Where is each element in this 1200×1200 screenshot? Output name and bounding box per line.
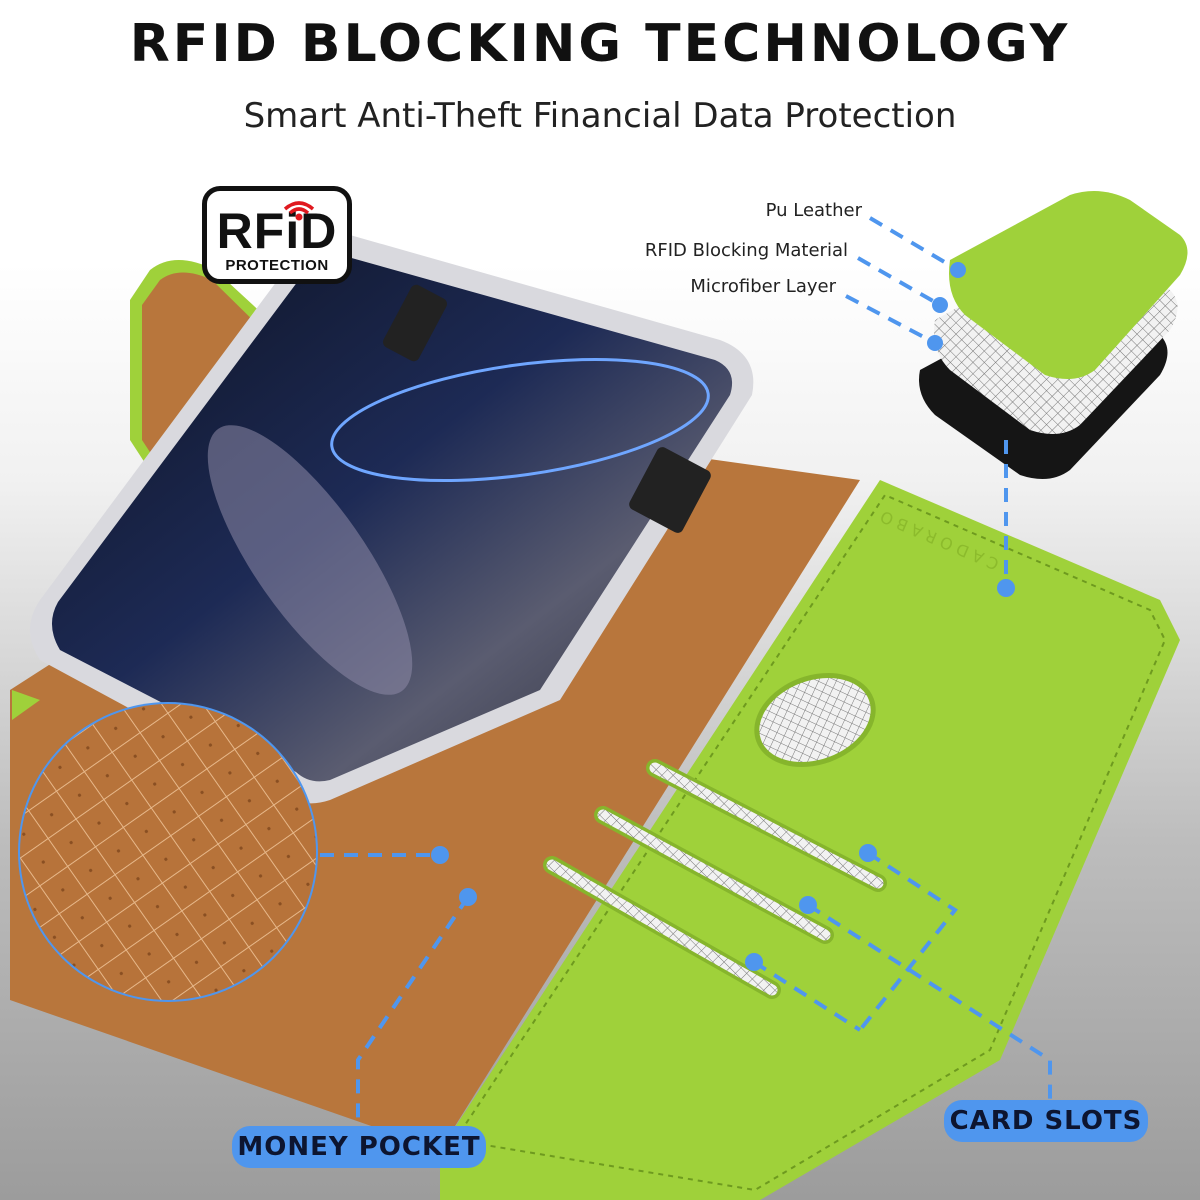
money-pocket-callout: MONEY POCKET (232, 1126, 486, 1168)
layer-label-pu-leather: Pu Leather (765, 200, 862, 221)
page-title: RFID BLOCKING TECHNOLOGY (129, 14, 1071, 74)
badge-main-text: RFiD (216, 203, 338, 259)
layer-label-rfid-blocking: RFID Blocking Material (644, 240, 848, 261)
phone (30, 233, 754, 804)
connector-dots (431, 262, 1015, 971)
card-slots-callout: CARD SLOTS (944, 1100, 1148, 1142)
rfid-protection-badge: RFiD PROTECTION (202, 186, 352, 284)
card-slot-group (543, 759, 887, 999)
layer-stack (919, 191, 1188, 479)
layer-label-microfiber: Microfiber Layer (690, 276, 836, 297)
connector-lines (320, 216, 1052, 1128)
page-subtitle: Smart Anti-Theft Financial Data Protecti… (243, 96, 957, 136)
wifi-signal-icon (283, 201, 315, 221)
badge-sub-text: PROTECTION (225, 257, 329, 274)
